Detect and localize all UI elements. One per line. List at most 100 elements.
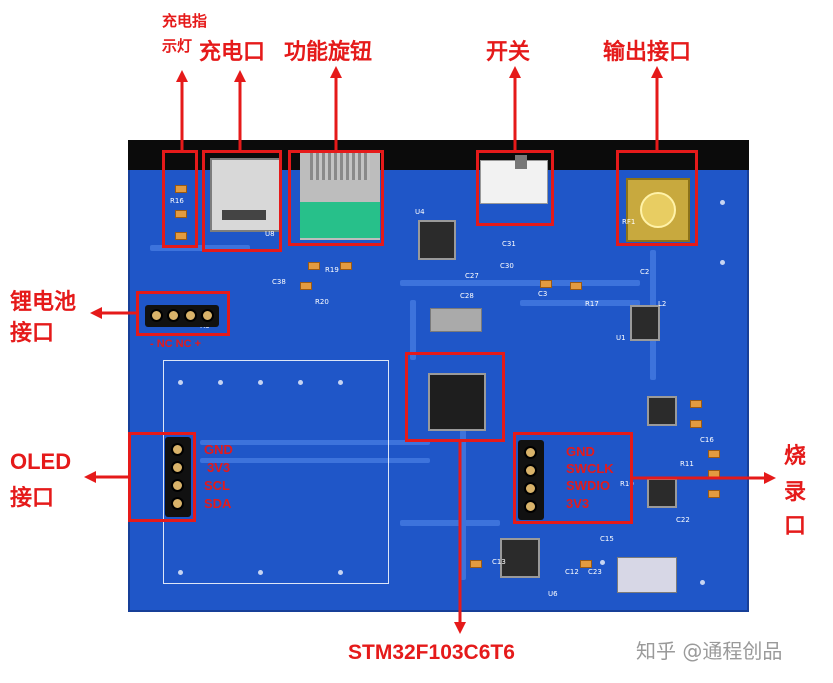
header-pin (171, 443, 184, 456)
oled-pin-sda: SDA (204, 496, 232, 511)
header-pin (171, 497, 184, 510)
header-pin (171, 479, 184, 492)
via (258, 570, 263, 575)
smd-part (340, 262, 352, 270)
smd-part (175, 232, 187, 240)
silk-label: C2 (640, 268, 650, 276)
pcb-trace (410, 300, 416, 360)
via (258, 380, 263, 385)
smd-part (708, 450, 720, 458)
smd-part (708, 490, 720, 498)
label-charge-indicator-line2: 示灯 (162, 37, 193, 55)
regulator-chip (500, 538, 540, 578)
silk-label: U4 (415, 208, 425, 216)
oled-pin-3v3: 3V3 (207, 460, 231, 475)
pcb-trace (200, 440, 430, 445)
header-pin (171, 461, 184, 474)
header-pin (524, 482, 537, 495)
label-oled-line1: OLED (10, 449, 72, 474)
label-battery-line2: 接口 (10, 320, 55, 346)
label-burn-line2: 录 (784, 479, 807, 505)
swd-pin-gnd: GND (566, 444, 595, 459)
header-pin (167, 309, 180, 322)
smd-part (308, 262, 320, 270)
pcb-trace (400, 520, 500, 526)
smd-part (540, 280, 552, 288)
swd-pin-3v3: 3V3 (566, 496, 590, 511)
highlight-function-knob (288, 150, 384, 246)
smd-part (175, 210, 187, 218)
header-pin (150, 309, 163, 322)
mcu-chip (428, 373, 486, 431)
oled-pin-gnd: GND (204, 442, 233, 457)
sma-connector (626, 178, 690, 242)
silk-label: R10 (620, 480, 634, 488)
silk-label: RF1 (622, 218, 636, 226)
silk-label: C13 (492, 558, 506, 566)
silk-label: U1 (616, 334, 626, 342)
pcb-trace (520, 300, 640, 306)
silk-label: U8 (265, 230, 275, 238)
smd-part (690, 400, 702, 408)
header-pin (524, 500, 537, 513)
silk-label: R19 (325, 266, 339, 274)
battery-pin-labels: - NC NC + (150, 338, 202, 350)
highlight-oled-port (128, 432, 196, 522)
silk-label: C15 (600, 535, 614, 543)
battery-header (145, 305, 219, 327)
pcb-trace (460, 430, 466, 580)
slide-switch (480, 155, 548, 204)
silk-label: U6 (548, 590, 558, 598)
smd-part (300, 282, 312, 290)
silk-label: C28 (460, 292, 474, 300)
silk-label: C22 (676, 516, 690, 524)
usb-c-connector (210, 158, 282, 232)
label-mcu: STM32F103C6T6 (348, 641, 515, 664)
header-pin (201, 309, 214, 322)
via (338, 380, 343, 385)
label-charge-port: 充电口 (199, 39, 266, 65)
label-battery-line1: 锂电池 (10, 289, 77, 315)
swd-pin-swclk: SWCLK (566, 461, 614, 476)
header-pin (524, 446, 537, 459)
label-switch: 开关 (486, 39, 531, 65)
highlight-output-port (616, 150, 698, 246)
crystal (617, 557, 677, 593)
swd-pin-swdio: SWDIO (566, 478, 611, 493)
watermark: 知乎 @通程创品 (636, 639, 783, 663)
label-output-port: 输出接口 (603, 39, 692, 65)
label-burn-line1: 烧 (784, 443, 807, 469)
header-pin (184, 309, 197, 322)
rotary-encoder (300, 150, 380, 240)
label-burn-line3: 口 (784, 513, 807, 539)
via (720, 260, 725, 265)
regulator-chip (630, 305, 660, 341)
silk-label: C12 (565, 568, 579, 576)
silk-label: R17 (585, 300, 599, 308)
via (338, 570, 343, 575)
label-oled-line2: 接口 (10, 485, 55, 511)
via (720, 200, 725, 205)
highlight-battery-port (136, 291, 230, 336)
highlight-switch (476, 150, 554, 226)
highlight-burn-port (513, 432, 633, 524)
highlight-charge-port (202, 150, 282, 252)
highlight-charge-indicator (162, 150, 198, 248)
smd-part (570, 282, 582, 290)
smd-part (690, 420, 702, 428)
silk-label: L2 (658, 300, 667, 308)
silk-label: C27 (465, 272, 479, 280)
pcb-trace (400, 280, 640, 286)
via (178, 380, 183, 385)
via (298, 380, 303, 385)
pcb-trace (200, 458, 430, 463)
via (700, 580, 705, 585)
smd-part (470, 560, 482, 568)
silk-label: C3 (538, 290, 548, 298)
silk-label: C30 (500, 262, 514, 270)
ic-chip (647, 396, 677, 426)
header-pin (524, 464, 537, 477)
via (178, 570, 183, 575)
via (218, 380, 223, 385)
